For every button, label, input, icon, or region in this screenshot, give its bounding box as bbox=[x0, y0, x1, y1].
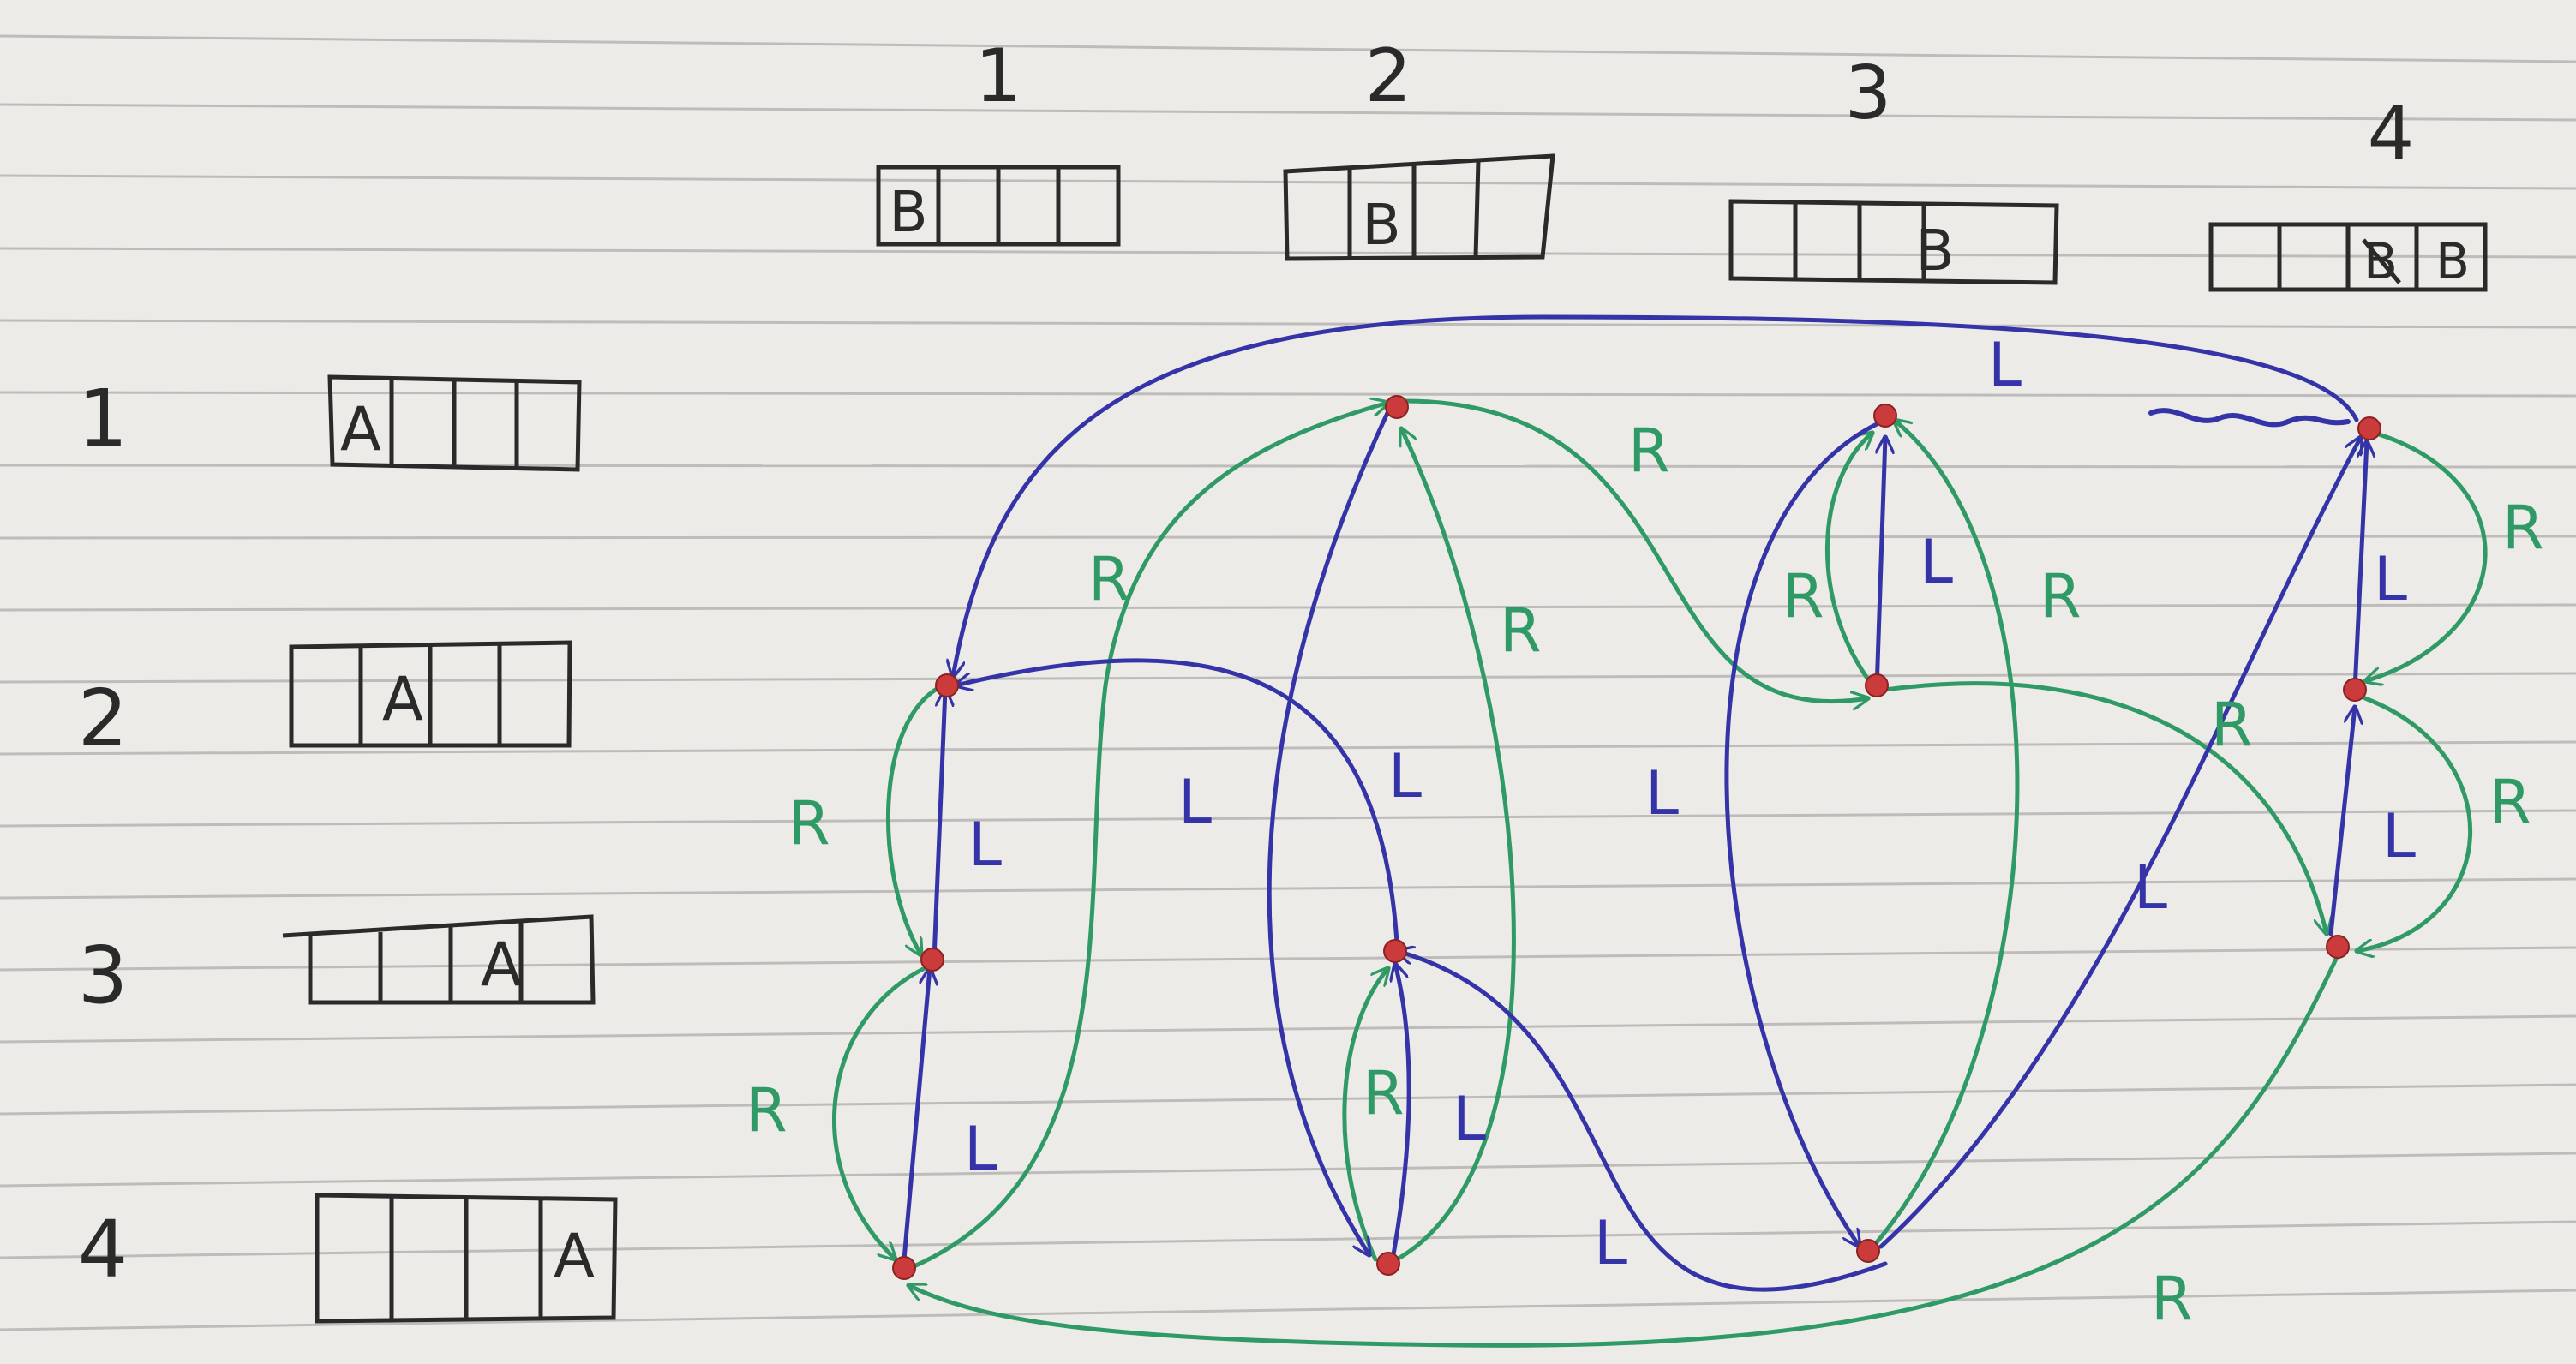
tape-a-symbol-3: A bbox=[481, 930, 522, 1000]
edge-r-34-31 bbox=[1874, 420, 2020, 1245]
column-label-2: 2 bbox=[1365, 33, 1412, 119]
row-label-3: 3 bbox=[78, 930, 129, 1021]
edge-r-24-21 bbox=[1394, 428, 1516, 1262]
node-3-2 bbox=[1865, 673, 1889, 697]
tape-a-row-2 bbox=[289, 640, 572, 748]
edge-r-12-13 bbox=[885, 683, 945, 955]
label-l: L bbox=[1453, 1084, 1486, 1154]
label-l: L bbox=[1178, 767, 1212, 837]
label-l: L bbox=[968, 810, 1002, 880]
edge-l-24-23 bbox=[1393, 964, 1411, 1262]
label-r: R bbox=[1500, 595, 1542, 666]
label-r: R bbox=[1363, 1058, 1405, 1128]
edge-l-14-13 bbox=[902, 968, 930, 1262]
edge-r-42-43 bbox=[2357, 696, 2472, 951]
tape-b-col-3 bbox=[1728, 199, 2059, 285]
label-l: L bbox=[964, 1114, 997, 1184]
edge-l-32-31 bbox=[1874, 437, 1885, 692]
edge-l-41-12 bbox=[953, 314, 2359, 677]
edge-l-34-23 bbox=[1397, 951, 1888, 1292]
node-3-1 bbox=[1873, 404, 1897, 428]
scribble-mark bbox=[2148, 408, 2351, 428]
label-l: L bbox=[1388, 741, 1422, 811]
tape-b-symbol-1: B bbox=[889, 179, 927, 245]
tape-a-row-4 bbox=[315, 1193, 618, 1324]
left-edges bbox=[902, 314, 2367, 1292]
node-1-4 bbox=[892, 1256, 916, 1280]
row-label-2: 2 bbox=[78, 673, 129, 764]
node-2-1 bbox=[1385, 395, 1409, 419]
tape-b-col-4 bbox=[2208, 222, 2488, 292]
tape-b-col-2 bbox=[1283, 153, 1555, 261]
label-l: L bbox=[1594, 1208, 1627, 1278]
node-4-1 bbox=[2357, 416, 2381, 440]
row-label-1: 1 bbox=[78, 373, 129, 464]
edge-l-34-41 bbox=[1878, 437, 2361, 1249]
label-r: R bbox=[1782, 561, 1824, 631]
label-l: L bbox=[2134, 852, 2167, 923]
edge-labels: R R R R R R R R R R R R L L L L L L L L … bbox=[746, 330, 2544, 1334]
edge-l-13-12 bbox=[932, 690, 945, 962]
label-r: R bbox=[2502, 493, 2544, 563]
tape-a-symbol-1: A bbox=[340, 394, 381, 464]
edge-l-23-12 bbox=[956, 658, 1399, 945]
node-3-4 bbox=[1856, 1239, 1880, 1263]
label-l: L bbox=[2374, 544, 2407, 614]
edge-l-43-42 bbox=[2328, 707, 2355, 936]
tape-a-row-3 bbox=[282, 914, 596, 1005]
ruled-lines bbox=[0, 34, 2576, 1331]
node-2-4 bbox=[1376, 1252, 1400, 1276]
edge-r-43-14 bbox=[908, 953, 2340, 1348]
edge-l-42-41 bbox=[2352, 441, 2367, 692]
right-edges bbox=[832, 398, 2488, 1348]
label-r: R bbox=[746, 1075, 788, 1146]
state-nodes bbox=[892, 395, 2381, 1280]
label-l: L bbox=[2382, 801, 2416, 871]
edge-r-32-43 bbox=[1883, 681, 2327, 934]
row-headers: 1 2 3 4 A A A bbox=[78, 373, 618, 1324]
edge-r-13-14 bbox=[832, 961, 937, 1259]
tape-a-symbol-2: A bbox=[382, 664, 423, 734]
tape-a-symbol-4: A bbox=[554, 1221, 595, 1291]
label-r: R bbox=[1628, 416, 1670, 486]
tape-a-row-1 bbox=[327, 374, 582, 472]
edge-l-21-24 bbox=[1267, 409, 1391, 1255]
tape-b-col-1 bbox=[876, 165, 1121, 247]
strike-mark bbox=[2362, 238, 2401, 284]
node-4-3 bbox=[2326, 935, 2350, 959]
row-label-4: 4 bbox=[78, 1204, 129, 1295]
label-r: R bbox=[2211, 690, 2253, 760]
label-l: L bbox=[1645, 758, 1679, 829]
label-r: R bbox=[2040, 561, 2082, 631]
label-r: R bbox=[2489, 767, 2531, 837]
edge-r-24-23 bbox=[1342, 968, 1388, 1262]
edge-r-41-42 bbox=[2365, 430, 2488, 681]
tape-b-symbol-3: B bbox=[1915, 218, 1954, 284]
node-4-2 bbox=[2343, 678, 2367, 702]
label-r: R bbox=[2151, 1264, 2193, 1334]
column-headers: 1 2 3 4 B B B B bbox=[876, 33, 2488, 292]
label-r: R bbox=[788, 788, 830, 858]
column-label-1: 1 bbox=[975, 33, 1022, 119]
column-label-3: 3 bbox=[1845, 51, 1892, 136]
edge-r-14-21 bbox=[897, 403, 1388, 1275]
tape-b-symbol-4: B bbox=[2435, 232, 2470, 290]
node-2-3 bbox=[1383, 939, 1407, 963]
edge-l-31-34 bbox=[1724, 422, 1879, 1247]
edge-r-32-31 bbox=[1824, 433, 1872, 688]
label-r: R bbox=[1088, 544, 1130, 614]
label-l: L bbox=[1920, 527, 1953, 597]
node-1-3 bbox=[920, 948, 944, 972]
edge-r-21-32 bbox=[1403, 398, 1868, 702]
label-l: L bbox=[1988, 330, 2022, 400]
column-label-4: 4 bbox=[2368, 91, 2415, 176]
node-1-2 bbox=[935, 673, 959, 697]
tape-b-symbol-2: B bbox=[1362, 192, 1400, 258]
